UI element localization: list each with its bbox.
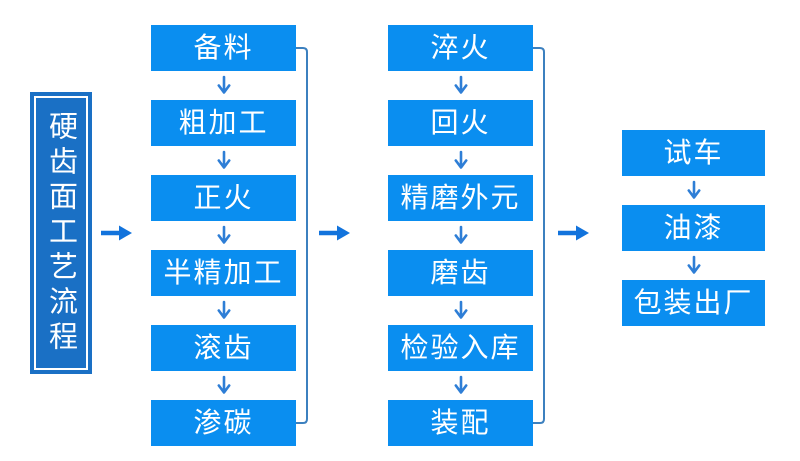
column2-bracket-connector bbox=[533, 47, 545, 424]
down-arrow-icon bbox=[454, 150, 467, 169]
down-arrow-icon bbox=[454, 75, 467, 94]
step-connector bbox=[622, 251, 765, 280]
step-connector bbox=[388, 71, 533, 100]
process-step: 磨齿 bbox=[388, 250, 533, 296]
process-step: 渗碳 bbox=[151, 400, 296, 446]
step-connector bbox=[151, 71, 296, 100]
process-step: 包装出厂 bbox=[622, 280, 765, 326]
process-step: 检验入库 bbox=[388, 325, 533, 371]
process-step: 备料 bbox=[151, 25, 296, 71]
right-arrow-icon bbox=[319, 225, 350, 241]
step-connector bbox=[388, 221, 533, 250]
down-arrow-icon bbox=[687, 180, 700, 199]
process-step: 滚齿 bbox=[151, 325, 296, 371]
step-connector bbox=[151, 221, 296, 250]
process-step: 油漆 bbox=[622, 205, 765, 251]
right-arrow-icon bbox=[558, 225, 589, 241]
process-step: 淬火 bbox=[388, 25, 533, 71]
down-arrow-icon bbox=[217, 300, 230, 319]
process-step: 正火 bbox=[151, 175, 296, 221]
column1-bracket-connector bbox=[296, 47, 308, 424]
down-arrow-icon bbox=[217, 225, 230, 244]
down-arrow-icon bbox=[687, 255, 700, 274]
down-arrow-icon bbox=[217, 75, 230, 94]
diagram-title-box: 硬齿面工艺流程 bbox=[30, 92, 92, 374]
down-arrow-icon bbox=[217, 375, 230, 394]
step-connector bbox=[622, 176, 765, 205]
down-arrow-icon bbox=[454, 375, 467, 394]
process-column-1: 备料 粗加工 正火 半精加工 滚齿 bbox=[151, 25, 296, 446]
step-connector bbox=[151, 296, 296, 325]
down-arrow-icon bbox=[454, 225, 467, 244]
process-step: 回火 bbox=[388, 100, 533, 146]
step-connector bbox=[388, 296, 533, 325]
process-step: 粗加工 bbox=[151, 100, 296, 146]
down-arrow-icon bbox=[217, 150, 230, 169]
step-connector bbox=[151, 146, 296, 175]
process-step: 半精加工 bbox=[151, 250, 296, 296]
step-connector bbox=[388, 146, 533, 175]
down-arrow-icon bbox=[454, 300, 467, 319]
process-column-2: 淬火 回火 精磨外元 磨齿 检验入库 bbox=[388, 25, 533, 446]
process-step: 试车 bbox=[622, 130, 765, 176]
step-connector bbox=[151, 371, 296, 400]
diagram-title: 硬齿面工艺流程 bbox=[44, 110, 79, 356]
step-connector bbox=[388, 371, 533, 400]
right-arrow-icon bbox=[101, 225, 132, 241]
process-step: 精磨外元 bbox=[388, 175, 533, 221]
process-column-3: 试车 油漆 包装出厂 bbox=[622, 130, 765, 326]
diagram-title-inner-border: 硬齿面工艺流程 bbox=[34, 96, 88, 370]
process-step: 装配 bbox=[388, 400, 533, 446]
